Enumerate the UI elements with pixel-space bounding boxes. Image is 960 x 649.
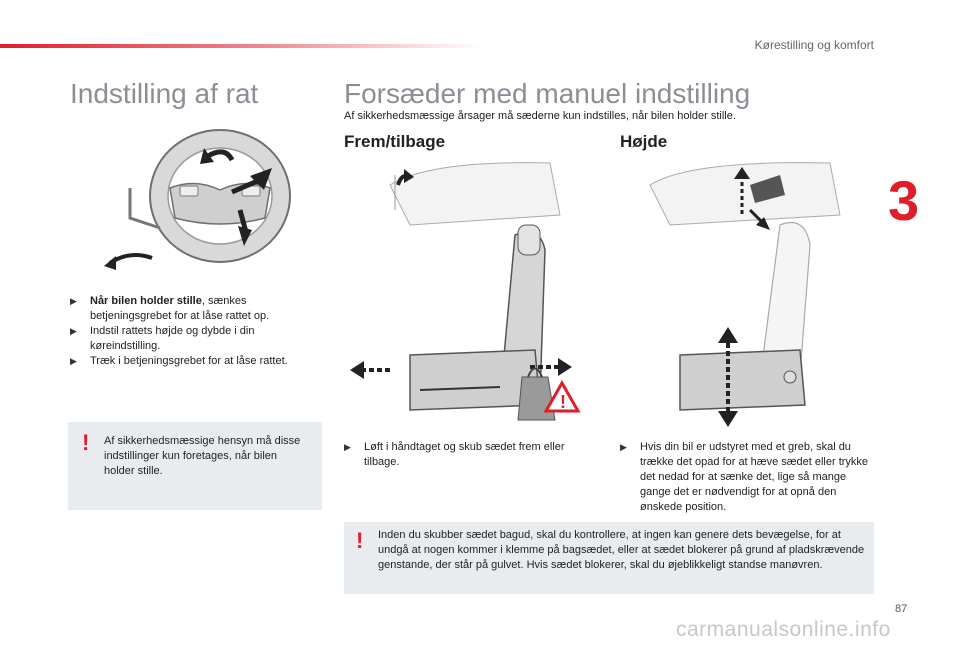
steering-instructions: ▶ Når bilen holder stille, sænkes betjen…: [70, 294, 318, 369]
steering-warning-box: ! Af sikkerhedsmæssige hensyn må disse i…: [68, 422, 322, 510]
seat-height-illustration: [649, 162, 841, 427]
list-item: ▶ Træk i betjeningsgrebet for at låse ra…: [70, 355, 288, 367]
header-accent-bar: [0, 44, 480, 48]
watermark: carmanualsonline.info: [676, 618, 891, 641]
heading-frem-tilbage: Frem/tilbage: [344, 132, 446, 151]
page-number: 87: [895, 603, 908, 615]
triangle-bullet-icon: ▶: [620, 442, 627, 452]
steering-wheel-illustration: [104, 129, 291, 270]
list-item: ▶ Indstil rattets højde og dybde i din k…: [70, 325, 255, 352]
triangle-bullet-icon: ▶: [70, 356, 77, 366]
seats-section-title: Forsæder med manuel indstilling: [344, 78, 751, 109]
exclamation-icon: !: [82, 430, 90, 455]
seats-intro: Af sikkerhedsmæssige årsager må sæderne …: [344, 110, 736, 122]
height-instructions: ▶ Hvis din bil er udstyret med et greb, …: [620, 440, 876, 515]
chapter-number: 3: [888, 169, 920, 232]
svg-text:!: !: [560, 392, 566, 412]
fore-aft-instructions: ▶ Løft i håndtaget og skub sædet frem el…: [344, 440, 592, 470]
seat-fore-aft-illustration: !: [350, 162, 581, 421]
triangle-bullet-icon: ▶: [70, 326, 77, 336]
list-item: ▶ Løft i håndtaget og skub sædet frem el…: [344, 441, 565, 468]
exclamation-icon: !: [356, 528, 364, 553]
seat-warning-text: Inden du skubber sædet bagud, skal du ko…: [378, 529, 865, 571]
steering-section-title: Indstilling af rat: [70, 78, 259, 109]
triangle-bullet-icon: ▶: [344, 442, 351, 452]
list-item: ▶ Når bilen holder stille, sænkes betjen…: [70, 295, 270, 322]
seat-warning-box: ! Inden du skubber sædet bagud, skal du …: [344, 522, 874, 594]
chapter-title: Kørestilling og komfort: [754, 38, 874, 52]
triangle-bullet-icon: ▶: [70, 296, 77, 306]
heading-hojde: Højde: [620, 132, 668, 151]
steering-warning-text: Af sikkerhedsmæssige hensyn må disse ind…: [104, 435, 301, 477]
list-item: ▶ Hvis din bil er udstyret med et greb, …: [620, 441, 869, 513]
